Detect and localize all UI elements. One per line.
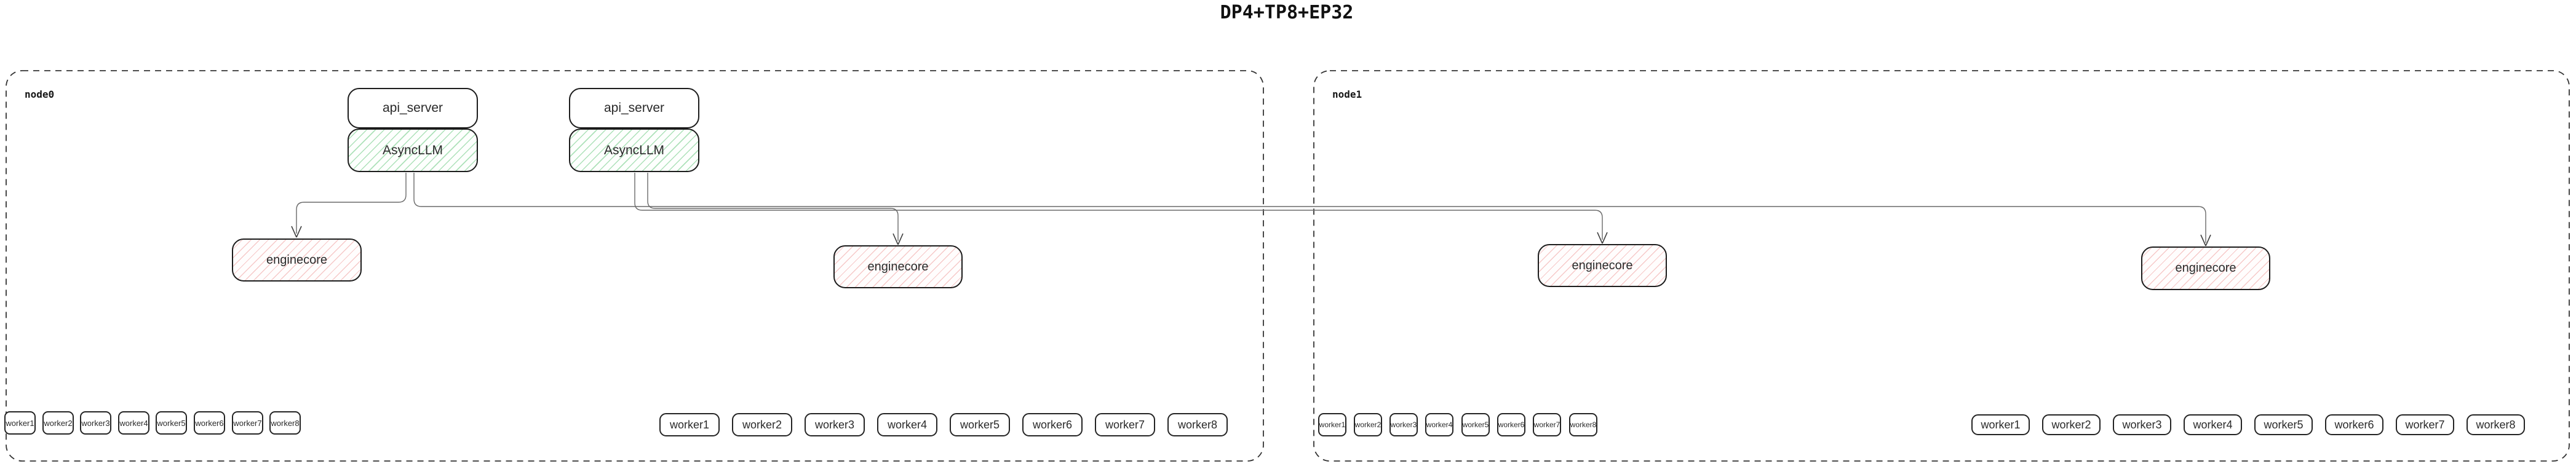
worker-box: worker2 [732, 413, 792, 436]
worker-box: worker8 [1569, 413, 1597, 436]
arrowheads [291, 226, 2211, 246]
worker-box: worker6 [194, 411, 225, 435]
worker-box: worker6 [2325, 414, 2383, 435]
edge-asyncllm2-enginecore3 [634, 173, 1603, 240]
worker-box: worker2 [1354, 413, 1382, 436]
worker-box: worker3 [80, 411, 111, 435]
worker-box: worker4 [2184, 414, 2242, 435]
worker-box: worker8 [1167, 413, 1228, 436]
worker-box: worker1 [4, 411, 36, 435]
edge-asyncllm2-enginecore2 [647, 173, 899, 241]
asyncllm-box-2: AsyncLLM [569, 128, 699, 172]
edge-asyncllm1-enginecore4 [413, 173, 2206, 243]
enginecore-box-4: enginecore [2141, 246, 2270, 290]
enginecore-box-3: enginecore [1538, 244, 1667, 287]
worker-box: worker6 [1022, 413, 1083, 436]
api-server-box-2: api_server [569, 88, 699, 128]
worker-box: worker1 [1971, 414, 2030, 435]
worker-box: worker1 [1318, 413, 1346, 436]
node1-boundary [1313, 70, 2570, 462]
worker-box: worker8 [269, 411, 301, 435]
edge-paths [296, 173, 2206, 243]
asyncllm-box-1: AsyncLLM [348, 128, 478, 172]
worker-box: worker3 [805, 413, 865, 436]
edge-asyncllm1-enginecore1 [296, 173, 407, 234]
worker-box: worker3 [1389, 413, 1418, 436]
arrowhead-enginecore3 [1597, 232, 1608, 244]
worker-box: worker5 [950, 413, 1010, 436]
worker-box: worker7 [1533, 413, 1561, 436]
worker-box: worker7 [232, 411, 263, 435]
worker-box: worker4 [118, 411, 149, 435]
enginecore-box-1: enginecore [232, 238, 362, 282]
worker-box: worker6 [1497, 413, 1525, 436]
worker-box: worker5 [2254, 414, 2313, 435]
api-server-box-1: api_server [348, 88, 478, 128]
worker-box: worker2 [42, 411, 74, 435]
enginecore-box-2: enginecore [833, 245, 963, 288]
worker-box: worker4 [877, 413, 937, 436]
arrowhead-enginecore2 [892, 233, 904, 245]
arrowhead-enginecore4 [2200, 234, 2211, 246]
worker-box: worker4 [1425, 413, 1453, 436]
node0-boundary [6, 70, 1264, 462]
worker-box: worker8 [2467, 414, 2525, 435]
worker-box: worker5 [156, 411, 187, 435]
worker-box: worker5 [1461, 413, 1490, 436]
arrowhead-enginecore1 [291, 226, 302, 238]
worker-box: worker3 [2113, 414, 2171, 435]
worker-box: worker7 [2396, 414, 2454, 435]
worker-box: worker1 [659, 413, 720, 436]
worker-box: worker7 [1095, 413, 1155, 436]
worker-box: worker2 [2042, 414, 2101, 435]
diagram-title: DP4+TP8+EP32 [1220, 2, 1354, 23]
node1-label: node1 [1332, 89, 1362, 100]
node0-label: node0 [25, 89, 55, 100]
